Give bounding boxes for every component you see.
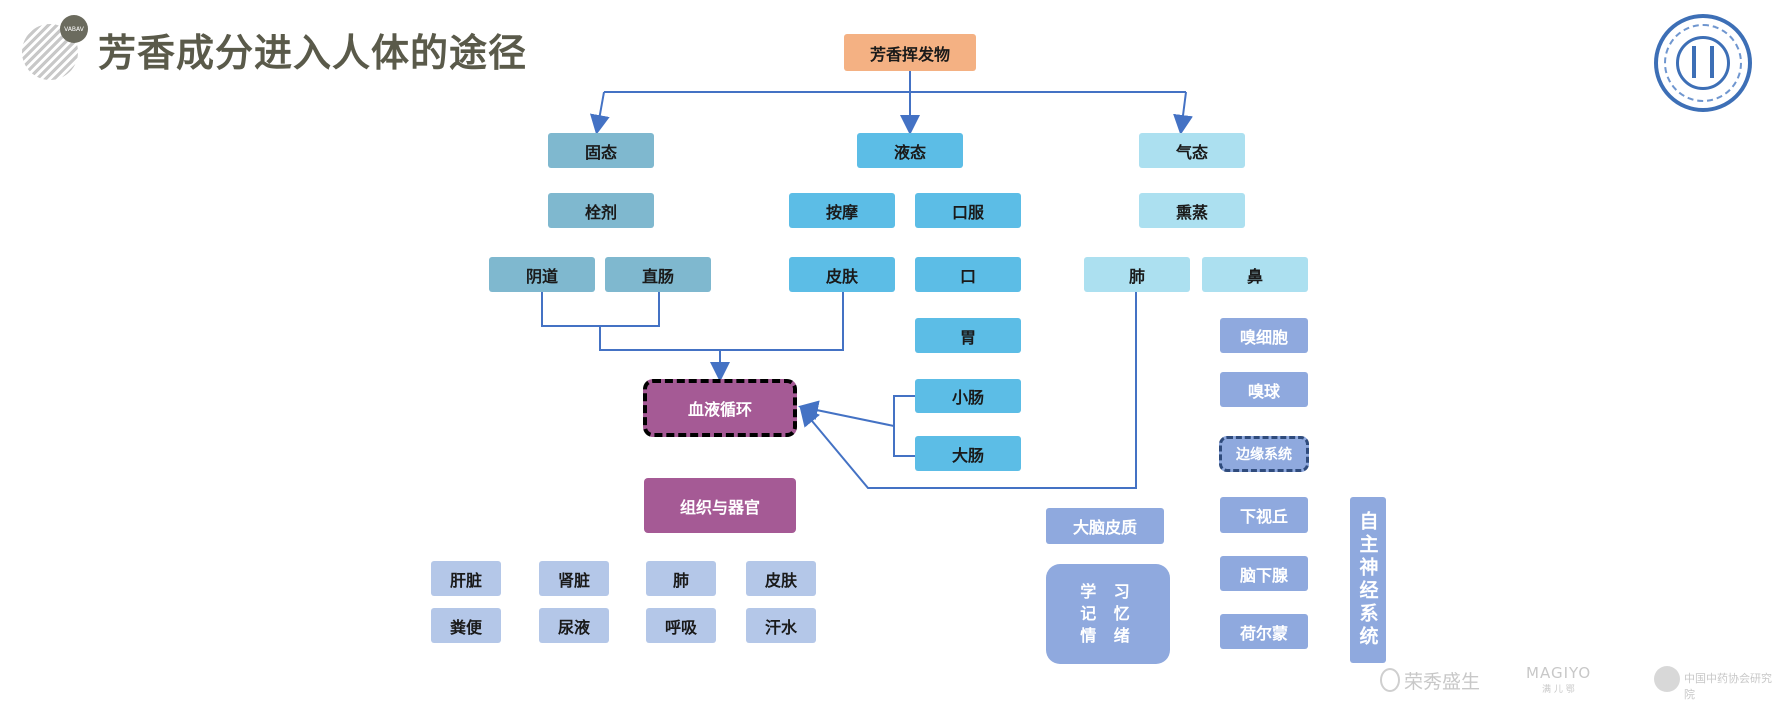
- node-stomach: 胃: [915, 318, 1021, 353]
- node-olfactory-cells: 嗅细胞: [1220, 318, 1308, 353]
- node-rectum: 直肠: [605, 257, 711, 292]
- node-autonomic-nervous-system: 自主神经系统: [1350, 497, 1386, 663]
- node-aromatic-volatile: 芳香挥发物: [844, 34, 976, 71]
- excretion-feces: 粪便: [431, 608, 501, 643]
- node-solid: 固态: [548, 133, 654, 168]
- node-pituitary: 脑下腺: [1220, 556, 1308, 591]
- watermark-leaf-icon: [1380, 668, 1400, 692]
- logo-badge-left: VABAV: [60, 15, 88, 43]
- excretion-sweat: 汗水: [746, 608, 816, 643]
- node-small-intestine: 小肠: [915, 379, 1021, 413]
- node-mouth: 口: [915, 257, 1021, 292]
- watermark-3: 中国中药协会研究院: [1684, 672, 1772, 701]
- watermark-3-icon: [1654, 666, 1680, 692]
- node-nose: 鼻: [1202, 257, 1308, 292]
- node-hormone: 荷尔蒙: [1220, 614, 1308, 649]
- node-suppository: 栓剂: [548, 193, 654, 228]
- node-massage: 按摩: [789, 193, 895, 228]
- label-memory: 记 忆: [1080, 604, 1136, 623]
- node-gas: 气态: [1139, 133, 1245, 168]
- label-emotion: 情 绪: [1080, 626, 1136, 645]
- organ-lung: 肺: [646, 561, 716, 596]
- node-fumigation: 熏蒸: [1139, 193, 1245, 228]
- node-skin: 皮肤: [789, 257, 895, 292]
- organ-kidney: 肾脏: [539, 561, 609, 596]
- organ-liver: 肝脏: [431, 561, 501, 596]
- node-large-intestine: 大肠: [915, 436, 1021, 471]
- node-olfactory-bulb: 嗅球: [1220, 372, 1308, 407]
- node-oral: 口服: [915, 193, 1021, 228]
- watermark-2-bottom: 满 儿 鄂: [1542, 685, 1575, 695]
- node-learning-memory-emotion: 学 习 记 忆 情 绪: [1046, 564, 1170, 664]
- node-liquid: 液态: [857, 133, 963, 168]
- node-hypothalamus: 下视丘: [1220, 497, 1308, 533]
- node-tissues-organs: 组织与器官: [644, 478, 796, 533]
- node-blood-circulation: 血液循环: [643, 379, 797, 437]
- organ-skin: 皮肤: [746, 561, 816, 596]
- watermark-1: 荣秀盛生: [1404, 671, 1481, 693]
- node-limbic-system: 边缘系统: [1219, 436, 1309, 472]
- excretion-urine: 尿液: [539, 608, 609, 643]
- page-title: 芳香成分进入人体的途径: [98, 31, 528, 75]
- seal-logo: [1654, 14, 1752, 112]
- node-vagina: 阴道: [489, 257, 595, 292]
- label-learning: 学 习: [1080, 582, 1136, 601]
- excretion-breath: 呼吸: [646, 608, 716, 643]
- watermark-2-top: MAGIYO: [1526, 664, 1592, 682]
- node-cerebral-cortex: 大脑皮质: [1046, 508, 1164, 544]
- node-lung: 肺: [1084, 257, 1190, 292]
